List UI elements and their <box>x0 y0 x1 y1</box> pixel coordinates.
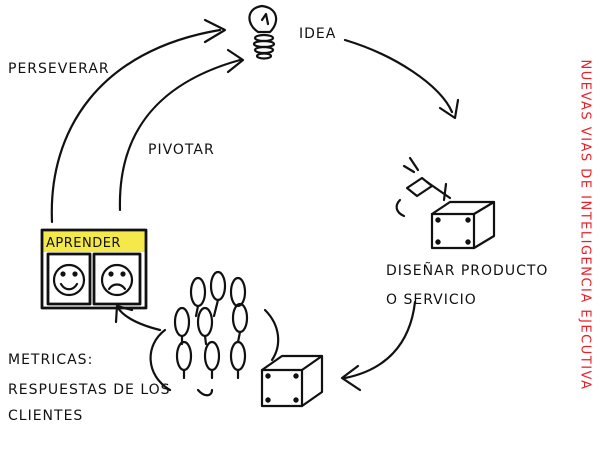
label-metricas-line1: METRICAS: <box>8 352 94 368</box>
lightbulb-icon <box>248 4 278 60</box>
people-group-icon <box>149 270 280 397</box>
label-perseverar: PERSEVERAR <box>8 61 110 77</box>
cube-icon <box>260 354 324 408</box>
hammer-icon <box>395 156 452 218</box>
arrow-build-to-measure <box>340 300 417 392</box>
label-metricas-line2: RESPUESTAS DE LOS <box>8 382 171 398</box>
sad-face-icon <box>100 263 134 297</box>
arrow-pivotar <box>118 48 245 212</box>
arrow-idea-to-build <box>343 38 460 120</box>
label-metricas-line3: CLIENTES <box>8 408 84 424</box>
arrow-perseverar <box>50 18 227 224</box>
happy-face-icon <box>52 263 86 297</box>
cube-icon <box>430 200 496 250</box>
label-idea: IDEA <box>299 26 337 42</box>
label-aprender: APRENDER <box>46 236 121 251</box>
aprender-box <box>40 228 148 310</box>
side-title: NUEVAS VIAS DE INTELIGENCIA EJECUTIVA <box>577 59 593 391</box>
label-disenar-line2: O SERVICIO <box>386 292 477 308</box>
label-disenar-line1: DISEÑAR PRODUCTO <box>386 263 549 279</box>
arrow-measure-to-learn <box>114 304 162 332</box>
label-pivotar: PIVOTAR <box>148 142 215 158</box>
